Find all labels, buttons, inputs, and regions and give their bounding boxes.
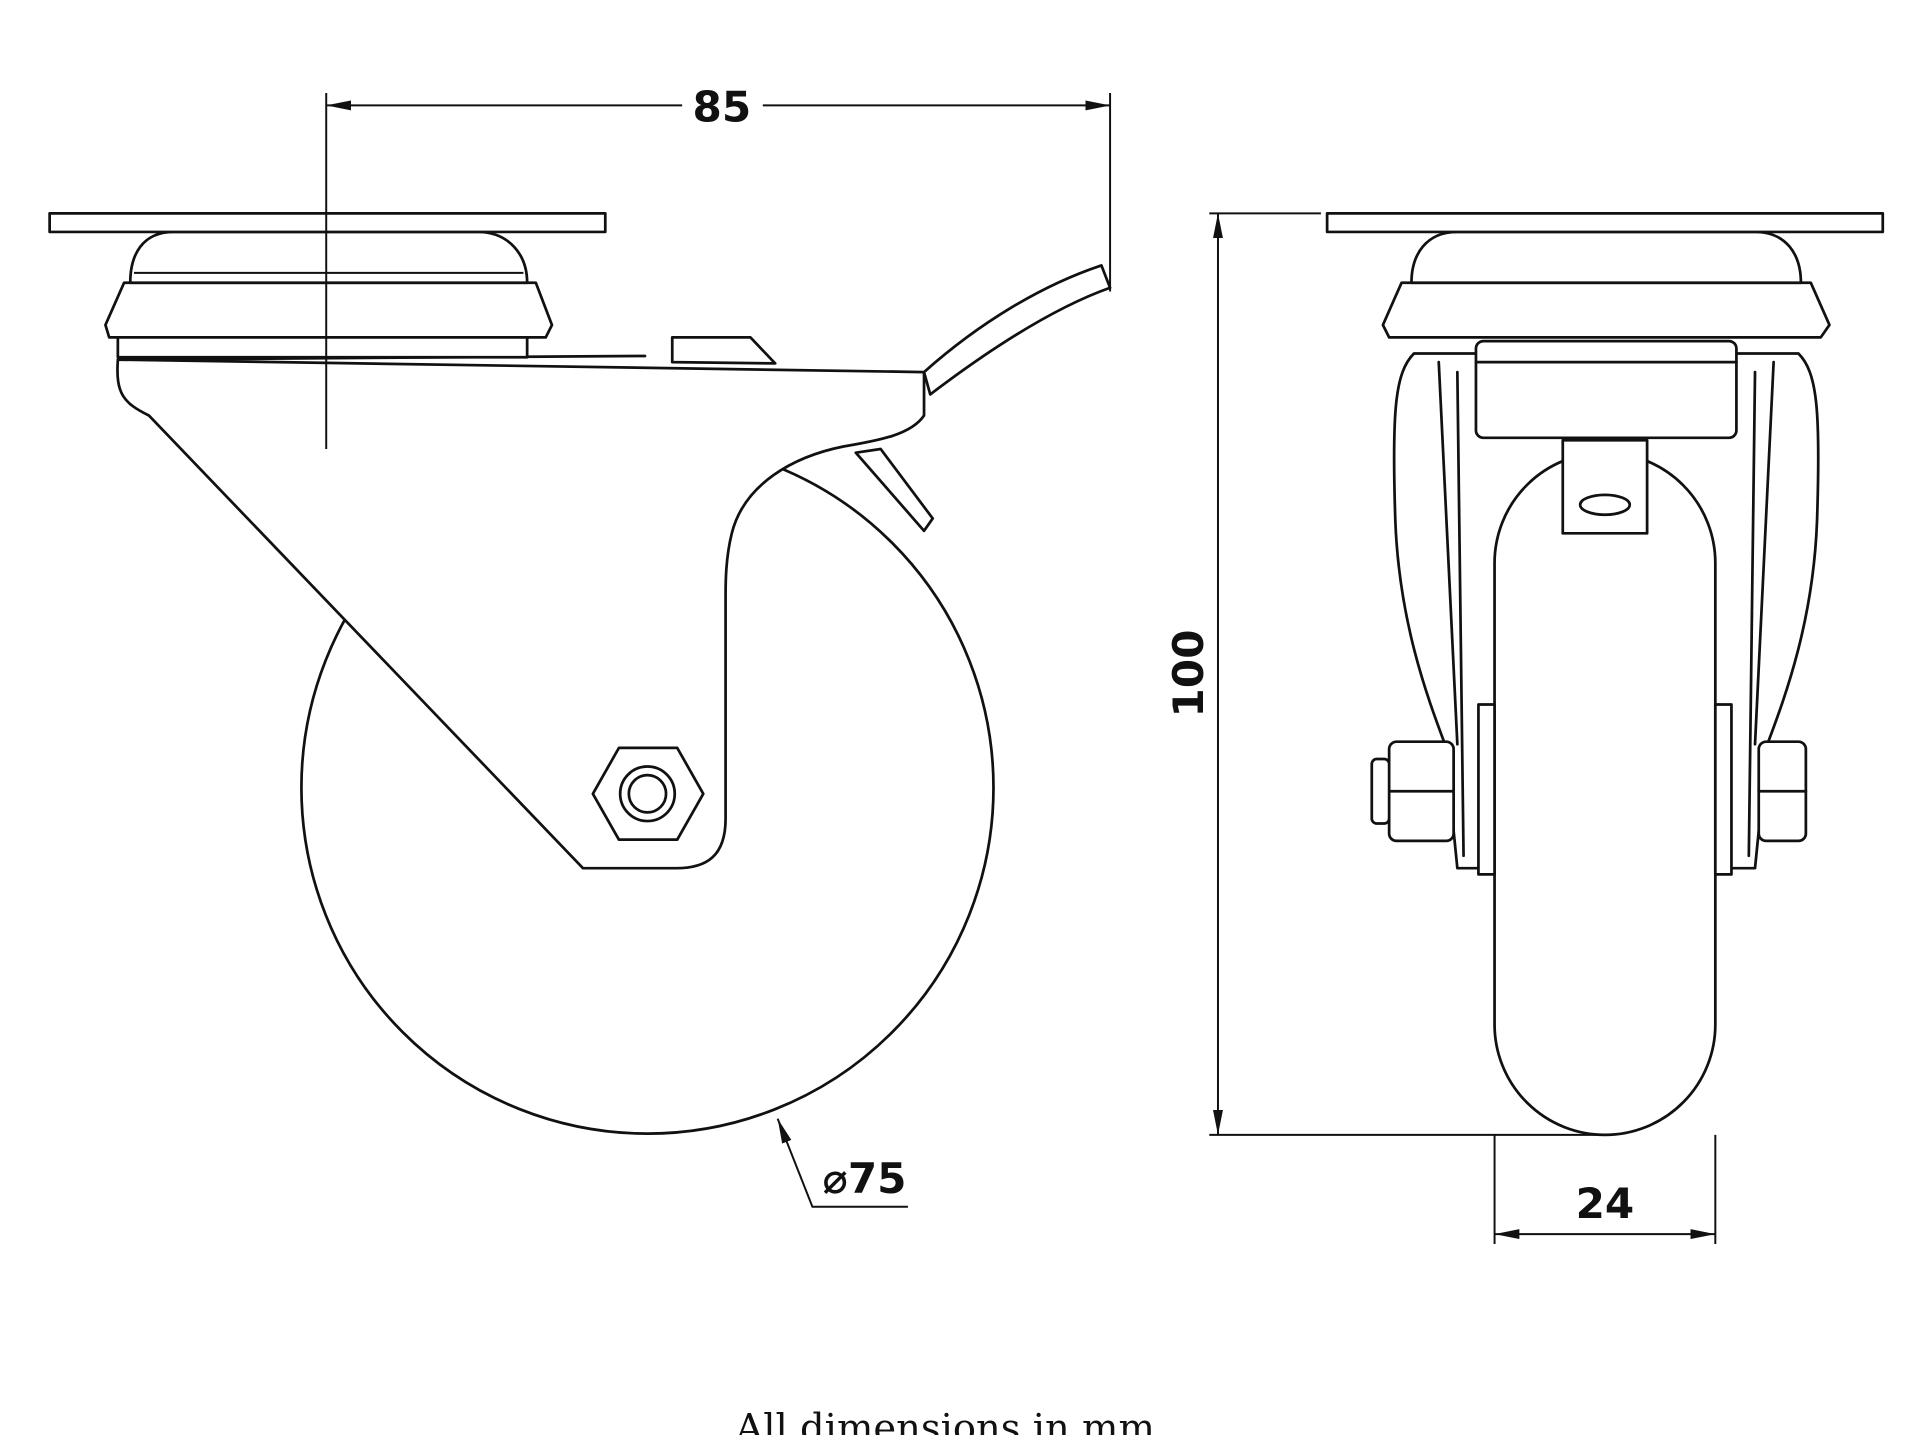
- side-view: 85 ⌀75: [48, 83, 1112, 1208]
- brake-block: [1561, 438, 1649, 535]
- units-caption: All dimensions in mm.: [734, 1406, 1167, 1435]
- swivel-flange: [104, 281, 554, 339]
- fork-side: [116, 358, 926, 870]
- dim-diameter-label: ⌀75: [822, 1154, 906, 1203]
- brake-pedal-tab: [854, 447, 935, 533]
- brake-pin: [670, 335, 777, 365]
- brake-lever: [922, 264, 1112, 396]
- wheel-front: [1493, 451, 1717, 1137]
- swivel-dome: [128, 230, 529, 285]
- axle-nut-side: [591, 746, 705, 842]
- top-bracket: [1474, 339, 1738, 440]
- dim-24-label: 24: [1576, 1179, 1635, 1228]
- dim-100-label: 100: [1164, 629, 1213, 717]
- dim-85-label: 85: [693, 83, 752, 132]
- top-plate-side: [48, 211, 607, 234]
- top-plate-front: [1325, 211, 1885, 234]
- front-view: 100 24: [1164, 211, 1885, 1244]
